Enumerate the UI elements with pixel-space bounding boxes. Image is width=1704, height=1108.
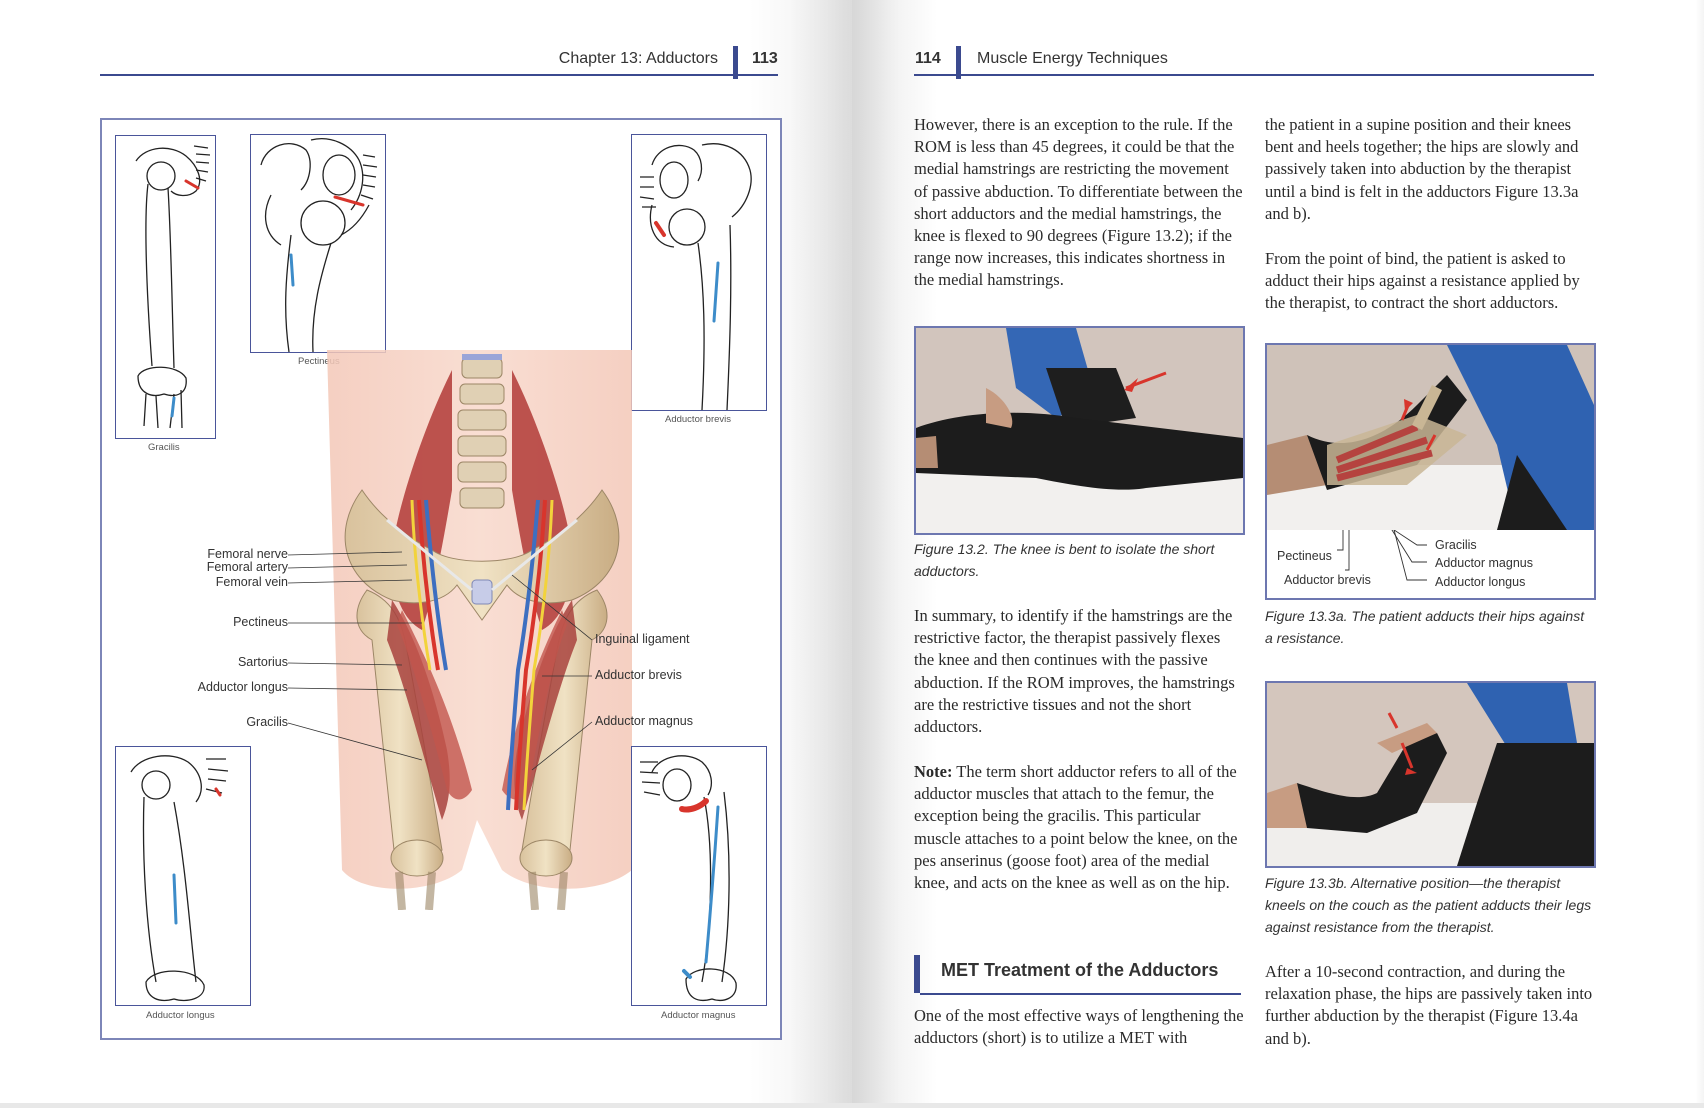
right-running-head-bar: [956, 46, 961, 79]
paragraph: One of the most effective ways of length…: [914, 1006, 1244, 1048]
right-page-number: 114: [915, 50, 941, 67]
column-1-para-1: However, there is an exception to the ru…: [914, 114, 1244, 292]
section-heading-bar: [914, 955, 920, 993]
figure-13-2-caption: Figure 13.2. The knee is bent to isolate…: [914, 541, 1215, 579]
column-1-note: Note: The term short adductor refers to …: [914, 761, 1244, 894]
inset-caption-adductor-magnus: Adductor magnus: [661, 1010, 736, 1021]
inset-caption-gracilis: Gracilis: [148, 442, 180, 453]
femur-adductor-magnus-illustration: [639, 755, 737, 1002]
left-running-head-chapter: Chapter 13: Adductors: [558, 50, 718, 67]
hip-adductor-brevis-illustration: [639, 143, 752, 410]
column-1-para-3: One of the most effective ways of length…: [914, 1005, 1244, 1049]
paragraph: From the point of bind, the patient is a…: [1265, 249, 1580, 313]
adductor-resistance-photo-illustration: [1267, 345, 1594, 530]
plate-leader-lines: [287, 551, 593, 771]
inset-adductor-brevis: [631, 134, 767, 411]
therapist-kneeling-photo-illustration: [1267, 683, 1594, 866]
figure-13-3b-caption: Figure 13.3b. Alternative position—the t…: [1265, 875, 1592, 935]
label-adductor-magnus: Adductor magnus: [595, 714, 693, 728]
anatomy-plate: Gracilis Pectineus: [100, 118, 782, 1040]
left-running-head-rule: [100, 74, 778, 76]
column-1-para-2: In summary, to identify if the hamstring…: [914, 605, 1244, 738]
fig-13-3a-label-adductor-brevis: Adductor brevis: [1284, 573, 1371, 587]
figure-13-3b-photo: [1265, 681, 1596, 868]
inset-gracilis: [115, 135, 216, 439]
fig-13-3a-label-adductor-magnus: Adductor magnus: [1435, 556, 1533, 570]
label-inguinal-ligament: Inguinal ligament: [595, 632, 690, 646]
right-running-head-title: Muscle Energy Techniques: [977, 50, 1168, 67]
section-heading: MET Treatment of the Adductors: [914, 955, 1241, 995]
column-2-para-3: After a 10-second contraction, and durin…: [1265, 961, 1595, 1050]
left-running-head-bar: [733, 46, 738, 79]
label-gracilis: Gracilis: [246, 715, 288, 729]
fig-13-3a-label-pectineus: Pectineus: [1277, 549, 1332, 563]
inset-pectineus: [250, 134, 386, 353]
page-bottom-edge: [0, 1103, 1704, 1108]
inset-caption-pectineus: Pectineus: [298, 356, 340, 367]
label-femoral-vein: Femoral vein: [215, 575, 288, 589]
paragraph: However, there is an exception to the ru…: [914, 115, 1243, 290]
label-sartorius: Sartorius: [237, 655, 288, 669]
paragraph: After a 10-second contraction, and durin…: [1265, 962, 1593, 1048]
femur-gracilis-illustration: [135, 145, 211, 429]
figure-13-3a-caption: Figure 13.3a. The patient adducts their …: [1265, 608, 1585, 646]
column-2-para-2: From the point of bind, the patient is a…: [1265, 248, 1595, 315]
fig-13-3a-label-adductor-longus: Adductor longus: [1435, 575, 1526, 589]
paragraph: the patient in a supine position and the…: [1265, 115, 1579, 223]
hip-pectineus-illustration: [260, 138, 378, 352]
label-femoral-nerve: Femoral nerve: [207, 547, 288, 561]
paragraph: In summary, to identify if the hamstring…: [914, 606, 1235, 737]
inset-caption-adductor-longus: Adductor longus: [146, 1010, 215, 1021]
note-paragraph: Note: The term short adductor refers to …: [914, 761, 1244, 894]
fig-13-3a-label-gracilis: Gracilis: [1435, 538, 1477, 552]
label-adductor-longus: Adductor longus: [197, 680, 288, 694]
section-heading-rule: [920, 993, 1241, 995]
note-text: The term short adductor refers to all of…: [914, 762, 1238, 893]
pelvis-thigh-illustration: [327, 350, 632, 910]
note-label: Note:: [914, 762, 953, 781]
label-pectineus: Pectineus: [233, 615, 288, 629]
left-page-number: 113: [752, 50, 778, 67]
label-femoral-artery: Femoral artery: [206, 560, 288, 574]
inset-caption-adductor-brevis: Adductor brevis: [665, 414, 732, 425]
right-running-head-rule: [914, 74, 1594, 76]
femur-adductor-longus-illustration: [130, 755, 229, 1002]
inset-adductor-magnus: [631, 746, 767, 1006]
label-adductor-brevis: Adductor brevis: [595, 668, 682, 682]
figure-13-3a-photo: Pectineus Adductor brevis Gracilis Adduc…: [1265, 343, 1596, 600]
figure-13-2-photo: [914, 326, 1245, 535]
knee-bent-photo-illustration: [916, 328, 1243, 533]
figure-13-3a-leader-lines: [1337, 530, 1427, 581]
inset-adductor-longus: [115, 746, 251, 1006]
column-2-para-1: the patient in a supine position and the…: [1265, 114, 1595, 225]
section-heading-text: MET Treatment of the Adductors: [941, 960, 1219, 980]
